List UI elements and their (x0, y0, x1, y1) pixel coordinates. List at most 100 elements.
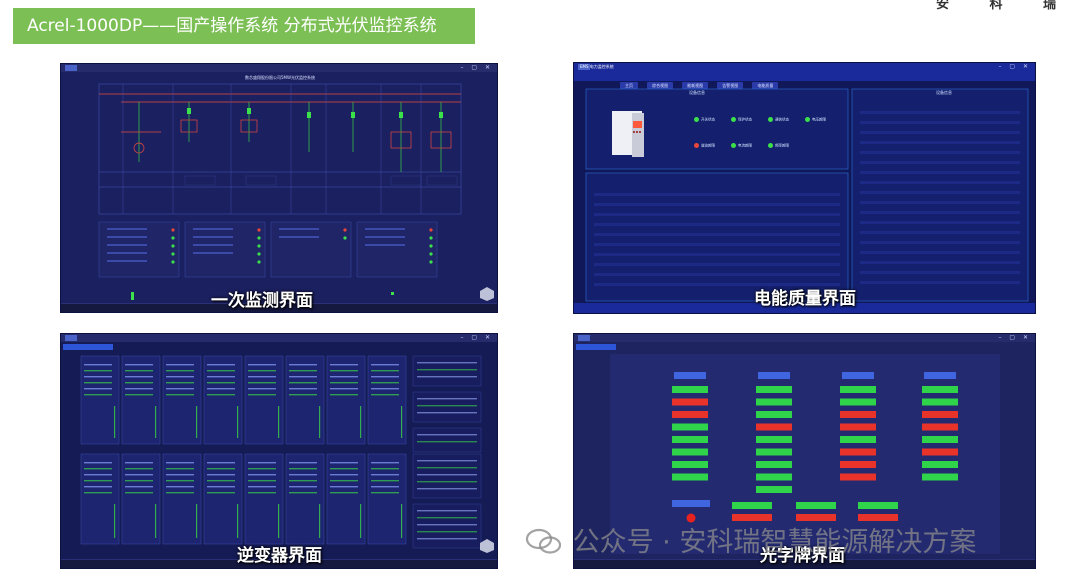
annunciator-tile[interactable] (672, 461, 708, 468)
annunciator-tile[interactable] (672, 448, 708, 456)
annunciator-tile[interactable] (672, 398, 708, 406)
device-selector[interactable] (63, 344, 113, 350)
station-selector[interactable] (576, 344, 616, 350)
tab-alarms[interactable]: 告警视图 (717, 82, 744, 89)
annunciator-tile[interactable] (922, 386, 958, 393)
bay-values (184, 175, 458, 186)
info-panel-1 (98, 221, 180, 278)
primary-monitoring-screenshot: – ▢ ✕ 数芯盛翔股份限公司5MW光伏监控系统 (60, 63, 498, 313)
status-light-label: 保护状态 (738, 117, 752, 122)
annunciator-tile[interactable] (840, 398, 876, 406)
annunciator-tile[interactable] (840, 411, 876, 418)
os-taskbar[interactable] (574, 559, 1035, 568)
inverter-block[interactable] (121, 453, 161, 545)
window-controls[interactable]: – ▢ ✕ (460, 334, 493, 341)
annunciator-tile[interactable] (756, 486, 792, 493)
inverter-block[interactable] (285, 355, 325, 445)
reset-button[interactable] (672, 500, 710, 507)
inverter-block[interactable] (326, 355, 366, 445)
inverter-block[interactable] (244, 453, 284, 545)
annunciator-tile[interactable] (756, 386, 792, 393)
annunciator-tile[interactable] (756, 398, 792, 406)
annunciator-tile[interactable] (840, 423, 876, 431)
os-taskbar[interactable] (61, 303, 497, 312)
tab-overview[interactable]: 综合视图 (647, 82, 674, 89)
summary-panel (412, 355, 482, 387)
inverter-block[interactable] (367, 355, 407, 445)
annunciator-tile[interactable] (922, 448, 958, 456)
annunciator-tile[interactable] (796, 502, 836, 509)
nav-tabs: 主页 综合视图 能耗视图 告警视图 电能质量 (574, 72, 1035, 89)
inverter-block[interactable] (203, 453, 243, 545)
status-lights (171, 228, 433, 264)
annunciator-tile[interactable] (756, 461, 792, 468)
annunciator-tile[interactable] (756, 423, 792, 431)
annunciator-tile[interactable] (672, 473, 708, 481)
status-dot (731, 117, 736, 122)
annunciator-tile[interactable] (840, 436, 876, 443)
tab-home[interactable]: 主页 (620, 82, 638, 89)
inverter-block[interactable] (203, 355, 243, 445)
annunciator-tile[interactable] (840, 386, 876, 393)
status-dot (805, 117, 810, 122)
inverter-block[interactable] (80, 355, 120, 445)
annunciator-tile[interactable] (922, 461, 958, 468)
annunciator-tile[interactable] (858, 514, 898, 521)
info-panel-3 (270, 221, 352, 278)
annunciator-tile[interactable] (756, 473, 792, 481)
info-panel-2 (184, 221, 266, 278)
slide-title: Acrel-1000DP——国产操作系统 分布式光伏监控系统 (13, 8, 475, 44)
window-controls[interactable]: – ▢ ✕ (998, 63, 1031, 70)
inverter-block[interactable] (326, 453, 366, 545)
annunciator-tile[interactable] (858, 502, 898, 509)
os-taskbar[interactable] (61, 559, 497, 568)
status-dot (768, 143, 773, 148)
annunciator-tile[interactable] (922, 436, 958, 443)
annunciator-tile[interactable] (840, 461, 876, 468)
annunciator-tile[interactable] (672, 436, 708, 443)
parameter-table-left (594, 193, 840, 286)
cube-logo-icon (480, 539, 494, 553)
status-dot (768, 117, 773, 122)
annunciator-tile[interactable] (840, 448, 876, 456)
annunciator-tile[interactable] (672, 386, 708, 393)
annunciator-tile[interactable] (756, 448, 792, 456)
diagram-title: 数芯盛翔股份限公司5MW光伏监控系统 (245, 74, 315, 80)
annunciator-tile[interactable] (756, 436, 792, 443)
window-controls[interactable]: – ▢ ✕ (460, 64, 493, 71)
status-light: 谐波越限 (694, 143, 731, 169)
inverter-block[interactable] (285, 453, 325, 545)
inverter-block[interactable] (162, 355, 202, 445)
annunciator-tile[interactable] (922, 473, 958, 481)
annunciator-group-header (924, 372, 956, 379)
annunciator-tile[interactable] (840, 473, 876, 481)
annunciator-tile[interactable] (732, 514, 772, 521)
inverter-block[interactable] (367, 453, 407, 545)
app-title: EMS 电力监控系统 (580, 64, 614, 69)
annunciator-tile[interactable] (922, 423, 958, 431)
annunciator-tile[interactable] (922, 398, 958, 406)
summary-panel (412, 453, 482, 499)
status-light-label: 电压越限 (812, 117, 826, 122)
inverter-block[interactable] (80, 453, 120, 545)
annunciator-tile[interactable] (922, 411, 958, 418)
tab-power-quality[interactable]: 电能质量 (752, 82, 779, 89)
inverter-block[interactable] (121, 355, 161, 445)
bay-columns (122, 84, 422, 214)
tab-energy[interactable]: 能耗视图 (682, 82, 709, 89)
annunciator-tile[interactable] (672, 411, 708, 418)
annunciator-tile[interactable] (672, 423, 708, 431)
window-controls[interactable]: – ▢ ✕ (998, 334, 1031, 341)
app-logo (65, 65, 77, 71)
inverter-screenshot: – ▢ ✕ 逆变器界面 (60, 333, 498, 569)
annunciator-tile[interactable] (756, 411, 792, 418)
inverter-block[interactable] (162, 453, 202, 545)
panel-value-rows (107, 228, 405, 262)
annunciator-tile[interactable] (732, 502, 772, 509)
annunciator-tile[interactable] (796, 514, 836, 521)
bottom-toolbar[interactable] (574, 303, 1036, 314)
annunciator-group-header (674, 372, 706, 379)
inverter-block[interactable] (244, 355, 284, 445)
window-titlebar: – ▢ ✕ (574, 334, 1035, 342)
